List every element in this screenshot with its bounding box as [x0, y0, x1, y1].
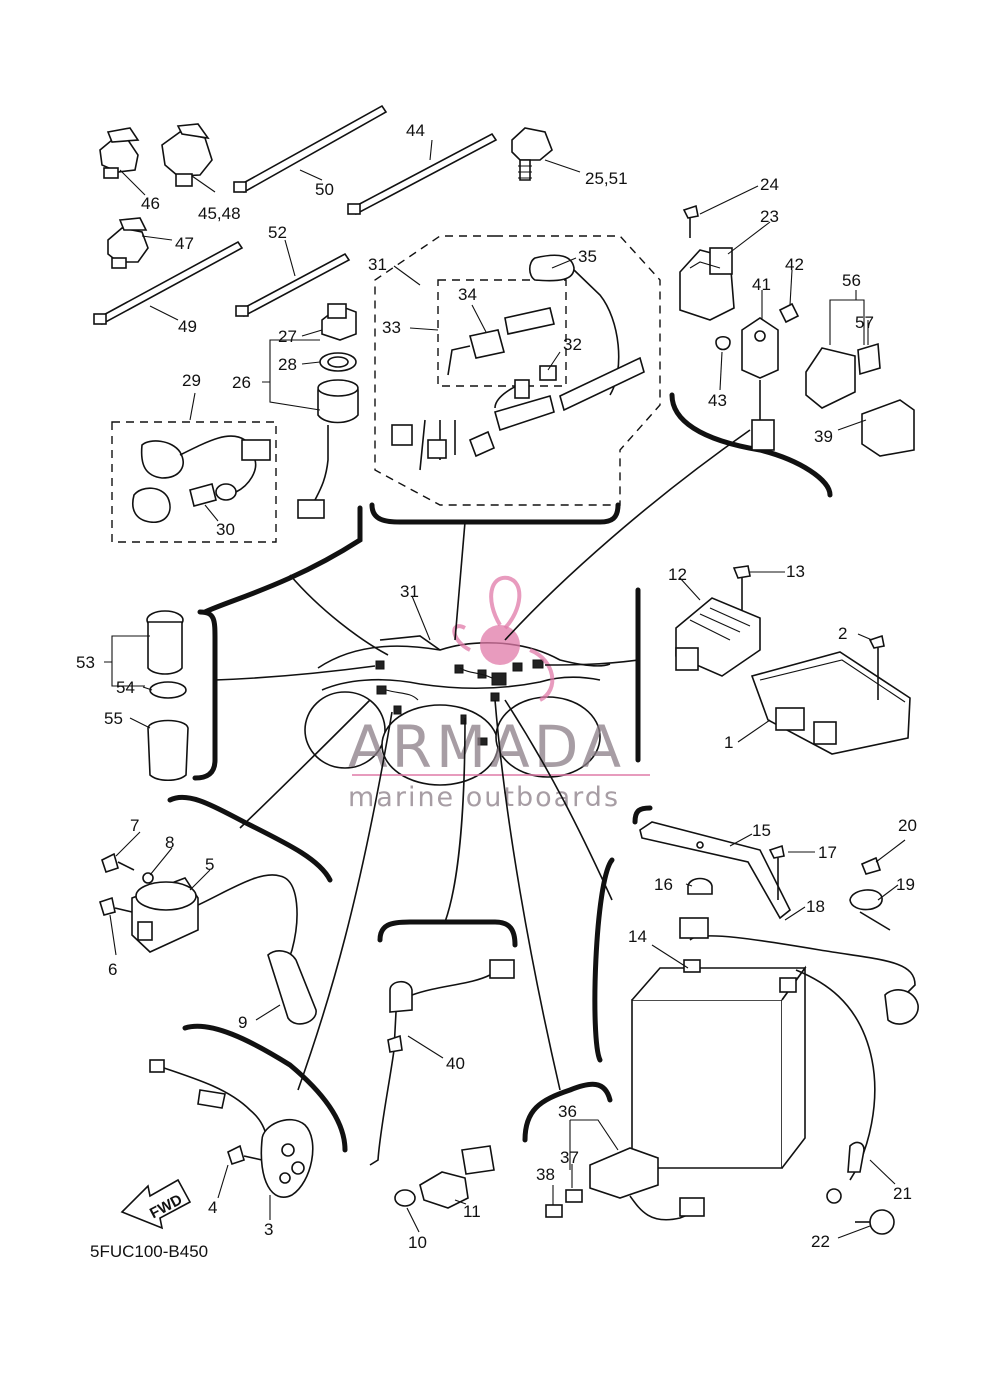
part-label-7: 7 — [130, 816, 139, 835]
part-label-56: 56 — [842, 271, 861, 290]
part-label-5: 5 — [205, 855, 214, 874]
part-label-8: 8 — [165, 833, 174, 852]
part-label-11: 11 — [463, 1202, 481, 1221]
clamp-47-icon — [107, 217, 149, 269]
part-label-23: 23 — [760, 207, 779, 226]
part-label-30: 30 — [216, 520, 235, 539]
part-label-13: 13 — [786, 562, 805, 581]
cable-tie-44-icon — [347, 132, 498, 216]
starter-relay-icon — [679, 204, 735, 321]
part-label-19: 19 — [896, 875, 915, 894]
part-label-40: 40 — [446, 1054, 465, 1073]
part-label-46: 46 — [141, 194, 160, 213]
part-label-52: 52 — [268, 223, 287, 242]
part-label-50: 50 — [315, 180, 334, 199]
part-label-12: 12 — [668, 565, 687, 584]
part-label-25-51: 25,51 — [585, 169, 628, 188]
part-label-54: 54 — [116, 678, 135, 697]
part-label-47: 47 — [175, 234, 194, 253]
ecu-icon — [750, 634, 911, 755]
relay-56-icon — [805, 342, 915, 457]
part-label-57: 57 — [855, 313, 874, 332]
watermark-brand: ARMADA — [348, 713, 625, 781]
clamp-45-icon — [161, 123, 213, 187]
part-label-55: 55 — [104, 709, 123, 728]
cable-tie-52-icon — [235, 252, 351, 318]
watermark-logo: ARMADA marine outboards — [348, 575, 650, 813]
part-label-18: 18 — [806, 897, 825, 916]
group-leaders — [214, 429, 751, 1091]
part-label-28: 28 — [278, 355, 297, 374]
part-label-2: 2 — [838, 624, 847, 643]
part-label-31-center: 31 — [400, 582, 419, 601]
wire-harness-box — [374, 235, 661, 506]
battery-strap-icon — [639, 821, 891, 931]
part-label-45-48: 45,48 — [198, 204, 241, 223]
regulator-icon — [675, 565, 761, 677]
part-label-35: 35 — [578, 247, 597, 266]
part-label-44: 44 — [406, 121, 425, 140]
part-label-4: 4 — [208, 1198, 217, 1217]
main-switch-icon — [297, 303, 359, 519]
part-label-9: 9 — [238, 1013, 247, 1032]
part-labels: 46 45,48 50 44 25,51 47 49 52 24 23 42 4… — [76, 121, 917, 1252]
part-label-34: 34 — [458, 285, 477, 304]
part-label-16: 16 — [654, 875, 673, 894]
part-label-27: 27 — [278, 327, 297, 346]
part-label-29: 29 — [182, 371, 201, 390]
part-label-20: 20 — [898, 816, 917, 835]
part-label-26: 26 — [232, 373, 251, 392]
part-label-6: 6 — [108, 960, 117, 979]
part-label-24: 24 — [760, 175, 779, 194]
label-leaders — [104, 139, 906, 1239]
part-label-36: 36 — [558, 1102, 577, 1121]
ignition-coil-icon — [99, 852, 317, 1025]
part-label-21: 21 — [893, 1184, 912, 1203]
sensor-11-icon — [394, 1145, 495, 1209]
pickup-coil-icon — [149, 1059, 314, 1198]
part-label-32: 32 — [563, 335, 582, 354]
diagram-code: 5FUC100-B450 — [90, 1242, 208, 1261]
cable-tie-49-icon — [93, 240, 244, 326]
part-label-3: 3 — [264, 1220, 273, 1239]
clamp-25-icon — [511, 127, 553, 181]
part-label-37: 37 — [560, 1148, 579, 1167]
part-label-42: 42 — [785, 255, 804, 274]
flasher-36-icon — [545, 1147, 705, 1221]
sensor-40-icon — [369, 959, 515, 1166]
part-label-17: 17 — [818, 843, 837, 862]
part-label-49: 49 — [178, 317, 197, 336]
part-label-14: 14 — [628, 927, 647, 946]
part-label-22: 22 — [811, 1232, 830, 1251]
watermark-tagline: marine outboards — [348, 782, 620, 813]
socket-53-icon — [146, 610, 189, 782]
battery-icon — [631, 917, 919, 1235]
part-label-10: 10 — [408, 1233, 427, 1252]
part-label-43: 43 — [708, 391, 727, 410]
part-label-53: 53 — [76, 653, 95, 672]
vehicle-body — [304, 635, 611, 786]
fwd-direction-icon: FWD — [120, 1178, 192, 1230]
part-label-1: 1 — [724, 733, 733, 752]
part-label-15: 15 — [752, 821, 771, 840]
cable-tie-50-icon — [233, 104, 388, 193]
part-label-33: 33 — [382, 318, 401, 337]
part-label-31-top: 31 — [368, 255, 387, 274]
part-label-38: 38 — [536, 1165, 555, 1184]
light-assembly-box — [111, 421, 277, 543]
part-label-41: 41 — [752, 275, 771, 294]
relay-41-icon — [715, 302, 800, 451]
clamp-46-icon — [99, 127, 140, 179]
part-label-39: 39 — [814, 427, 833, 446]
